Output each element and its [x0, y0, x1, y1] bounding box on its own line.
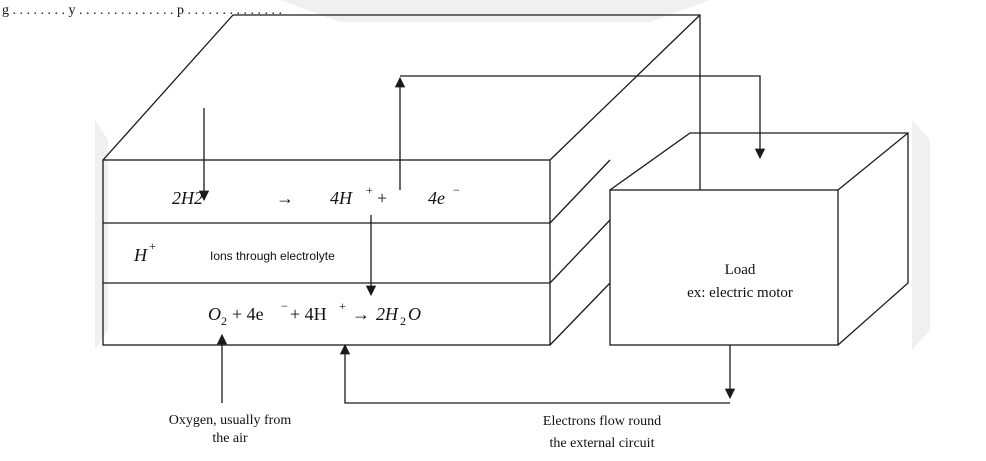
load-title: Load: [725, 262, 756, 278]
oxygen-caption-line1: Oxygen, usually from: [169, 413, 292, 428]
layer-divider-1-depth: [549, 159, 611, 224]
eq-reactant: 2H2: [172, 188, 203, 208]
eq-plus: +: [377, 188, 387, 208]
load-top-edge: [837, 132, 909, 191]
eq-electrons: 4e: [428, 188, 445, 208]
oxygen-caption-line2: the air: [212, 431, 248, 446]
load-labels: Load ex: electric motor: [687, 262, 793, 301]
anode-equation: 2H2 → 4H + + 4e −: [172, 183, 460, 208]
eq-o2-sub: 2: [221, 314, 227, 328]
eq-e-sup: −: [281, 299, 288, 313]
cell-bottom-edge: [549, 282, 611, 346]
load-box: [609, 132, 909, 346]
eq-product-ion-sup: +: [366, 183, 373, 197]
ion-symbol-sup: +: [149, 239, 156, 253]
captions: Oxygen, usually from the air Electrons f…: [169, 413, 661, 451]
header-fragment: g . . . . . . . . y . . . . . . . . . . …: [2, 3, 282, 18]
cathode-equation: O 2 + 4e − + 4H + → 2H 2 O: [208, 299, 421, 328]
electrons-caption-line2: the external circuit: [550, 436, 655, 451]
electrolyte-text: Ions through electrolyte: [210, 249, 335, 263]
cell-front-face: [102, 159, 551, 346]
circuit-wires: [198, 75, 766, 404]
eq-water-sub: 2: [400, 314, 406, 328]
eq-electrons-sup: −: [453, 183, 460, 197]
eq-water-o: O: [408, 304, 421, 324]
eq-plus-electrons: + 4e: [232, 304, 264, 324]
layer-divider-2-depth: [549, 219, 611, 284]
electrons-caption-line1: Electrons flow round: [543, 414, 661, 429]
fuel-cell-box: [102, 14, 701, 346]
eq-water: 2H: [376, 304, 399, 324]
electrolyte-label: H + Ions through electrolyte: [133, 239, 335, 265]
eq-h-sup: +: [339, 299, 346, 313]
eq-product-ion: 4H: [330, 188, 353, 208]
load-front-face: [609, 189, 839, 346]
watermark: [95, 0, 930, 350]
cell-top-edge: [549, 14, 701, 161]
return-wire-arrow: [339, 343, 730, 404]
eq-arrow: →: [276, 188, 294, 208]
eq-o2: O: [208, 304, 221, 324]
wire-to-load-arrow: [400, 75, 766, 160]
load-subtitle: ex: electric motor: [687, 285, 793, 301]
eq-arrow-2: →: [352, 304, 370, 324]
ion-symbol: H: [133, 245, 148, 265]
load-back-outline: [609, 132, 909, 346]
cell-top-face: [102, 14, 701, 190]
eq-plus-protons: + 4H: [290, 304, 327, 324]
